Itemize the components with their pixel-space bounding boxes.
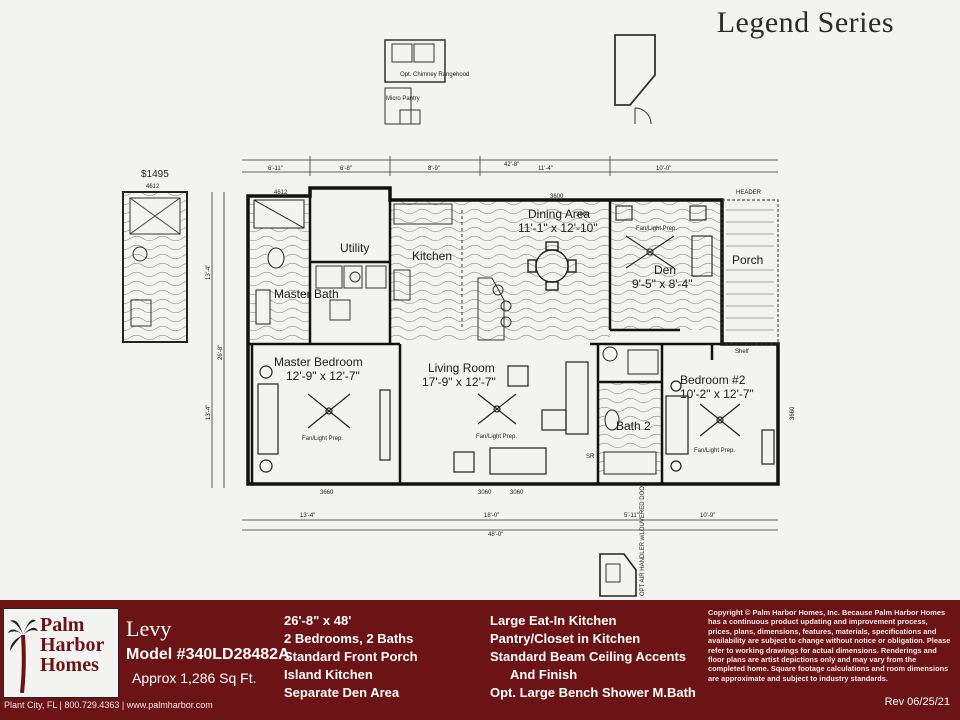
dim-top-5: 10'-0" bbox=[656, 166, 671, 172]
dim-top-3: 8'-9" bbox=[428, 166, 440, 172]
copyright-notice: Copyright © Palm Harbor Homes, Inc. Beca… bbox=[708, 608, 951, 683]
dining-area-name: Dining Area bbox=[528, 207, 590, 221]
master-bath-fixtures bbox=[253, 199, 305, 325]
brand-wordmark: Palm Harbor Homes bbox=[40, 614, 105, 676]
kitchen-fixtures bbox=[315, 203, 512, 341]
air-handler-label: OPT AIR HANDLER w/LOUVERED DOOR bbox=[640, 481, 646, 596]
dim-left-1: 13'-4" bbox=[206, 265, 212, 280]
den-fan-label: Fan/Light Prep. bbox=[636, 226, 677, 232]
den-name: Den bbox=[654, 263, 676, 277]
series-title: Legend Series bbox=[716, 6, 894, 39]
dim-bottom-3: 5'-11" bbox=[624, 513, 639, 519]
bedroom2-furniture bbox=[665, 380, 775, 472]
palm-tree-icon bbox=[8, 619, 38, 693]
dim-bottom-2: 18'-0" bbox=[484, 513, 499, 519]
master-bedroom-size: 12'-9" x 12'-7" bbox=[286, 369, 360, 383]
den-fixtures bbox=[615, 205, 713, 277]
micro-pantry-label: Micro Pantry bbox=[386, 96, 420, 102]
model-number: Model #340LD28482A bbox=[126, 646, 290, 663]
utility-name: Utility bbox=[340, 241, 369, 255]
bedroom2-fan-label: Fan/Light Prep. bbox=[694, 448, 735, 454]
dimension-lines bbox=[211, 156, 778, 531]
dim-top-2: 6'-8" bbox=[340, 166, 352, 172]
window-master-bath: 4612 bbox=[274, 190, 288, 196]
bath2-name: Bath 2 bbox=[616, 419, 651, 433]
dim-bottom-1: 13'-4" bbox=[300, 513, 315, 519]
window-living-2: 3060 bbox=[510, 490, 524, 496]
option-price: $1495 bbox=[141, 169, 169, 180]
window-bedroom2: 3660 bbox=[790, 406, 796, 420]
bedroom2-size: 10'-2" x 12'-7" bbox=[680, 387, 754, 401]
dim-left-2: 13'-4" bbox=[206, 405, 212, 420]
living-room-name: Living Room bbox=[428, 361, 495, 375]
header-label: HEADER bbox=[736, 190, 762, 196]
window-den: 3660 bbox=[576, 212, 590, 218]
porch-name: Porch bbox=[732, 253, 763, 267]
model-name: Levy bbox=[126, 616, 172, 641]
floor-plan: Opt. Chimney Rangehood Micro Pantry $149… bbox=[122, 34, 796, 597]
revision-date: Rev 06/25/21 bbox=[884, 696, 950, 708]
dim-left-total: 26'-8" bbox=[218, 345, 224, 360]
footer-banner: Palm Harbor Homes Plant City, FL | 800.7… bbox=[0, 600, 960, 720]
master-bed bbox=[257, 365, 351, 473]
dim-top-1: 6'-11" bbox=[268, 166, 283, 172]
dim-top-4: 11'-4" bbox=[538, 166, 553, 172]
dim-top-total: 42'-8" bbox=[504, 162, 519, 168]
features-column-1: 26'-8" x 48' 2 Bedrooms, 2 Baths Standar… bbox=[284, 613, 418, 700]
dim-bottom-total: 48'-0" bbox=[488, 532, 503, 538]
master-fan-label: Fan/Light Prep. bbox=[302, 436, 343, 442]
shelf-label: Shelf bbox=[735, 349, 749, 355]
square-footage: Approx 1,286 Sq Ft. bbox=[132, 670, 257, 686]
bedroom2-name: Bedroom #2 bbox=[680, 373, 746, 387]
opt-shower-module: $1495 4612 bbox=[122, 169, 188, 343]
interior-walls bbox=[248, 196, 722, 484]
opt-rangehood-sketch: Opt. Chimney Rangehood Micro Pantry bbox=[384, 39, 469, 125]
dining-table bbox=[527, 241, 577, 291]
porch-area: HEADER bbox=[721, 190, 779, 345]
window-master-bed: 3660 bbox=[320, 490, 334, 496]
window-living-1: 3060 bbox=[478, 490, 492, 496]
air-handler-sketch: OPT AIR HANDLER w/LOUVERED DOOR bbox=[599, 481, 646, 597]
rangehood-label: Opt. Chimney Rangehood bbox=[400, 72, 469, 78]
living-fan-label: Fan/Light Prep. bbox=[476, 434, 517, 440]
features-column-2: Large Eat-In Kitchen Pantry/Closet in Ki… bbox=[490, 613, 696, 700]
dining-area-size: 11'-1" x 12'-10" bbox=[518, 221, 598, 235]
master-bath-name: Master Bath bbox=[274, 287, 339, 301]
opt-shower-window: 4612 bbox=[146, 184, 160, 190]
brand-logo: Palm Harbor Homes bbox=[3, 608, 119, 698]
den-size: 9'-5" x 8'-4" bbox=[632, 277, 692, 291]
dim-bottom-4: 10'-9" bbox=[700, 513, 715, 519]
living-room-size: 17'-9" x 12'-7" bbox=[422, 375, 496, 389]
bath2-fixtures bbox=[602, 346, 659, 475]
kitchen-name: Kitchen bbox=[412, 249, 452, 263]
opt-closet-sketch bbox=[614, 34, 656, 125]
master-bedroom-name: Master Bedroom bbox=[274, 355, 363, 369]
living-furniture bbox=[379, 361, 589, 475]
sr-label: SR bbox=[586, 454, 595, 460]
window-dining: 3600 bbox=[550, 194, 564, 200]
brand-contact: Plant City, FL | 800.729.4363 | www.palm… bbox=[4, 700, 213, 710]
